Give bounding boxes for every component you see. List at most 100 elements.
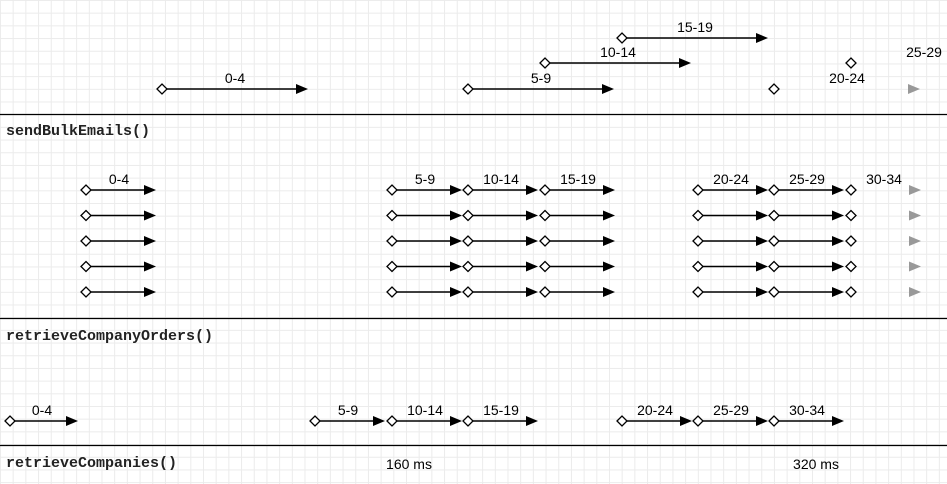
start-diamond — [80, 209, 92, 222]
retrieve-company-orders-batch-0-row-3-arrow — [80, 260, 156, 273]
start-diamond — [692, 286, 704, 298]
arrow-head — [144, 236, 156, 246]
retrieve-company-orders-batch-3-row-3-arrow — [539, 260, 615, 273]
retrieve-company-orders-batch-1-row-0-arrow — [386, 184, 462, 196]
send-bulk-emails-batch-5-row-0-arrow — [845, 57, 947, 69]
send-bulk-emails-batch-label: 25-29 — [906, 44, 942, 60]
retrieve-companies-batch-5-row-0-arrow — [692, 415, 768, 427]
start-diamond — [768, 184, 780, 196]
retrieve-company-orders-batch-2-row-4-arrow — [462, 286, 538, 298]
start-diamond — [386, 235, 398, 247]
retrieve-company-orders-batch-1-row-1-arrow — [386, 209, 462, 222]
retrieve-company-orders-batch-6-row-1-arrow — [845, 209, 921, 222]
send-bulk-emails-batch-label: 20-24 — [829, 70, 865, 86]
arrow-head — [756, 287, 768, 297]
arrow-head — [450, 287, 462, 297]
arrow-head — [450, 185, 462, 195]
arrow-head — [909, 210, 921, 221]
retrieve-company-orders-batch-4-row-0-arrow — [692, 184, 768, 196]
arrow-head — [832, 261, 844, 272]
start-diamond — [462, 260, 474, 273]
retrieve-company-orders-batch-3-row-1-arrow — [539, 209, 615, 222]
start-diamond — [80, 235, 92, 247]
arrow-head — [296, 84, 308, 94]
retrieve-company-orders-batch-5-row-2-arrow — [768, 235, 844, 247]
retrieve-companies-batch-label: 0-4 — [32, 402, 52, 418]
arrow-head — [756, 210, 768, 221]
start-diamond — [309, 415, 321, 427]
start-diamond — [462, 83, 474, 95]
retrieve-company-orders-batch-1-row-4-arrow — [386, 286, 462, 298]
retrieve-companies-batch-3-row-0-arrow — [462, 415, 538, 427]
send-bulk-emails-batch-label: 0-4 — [225, 70, 245, 86]
start-diamond — [462, 286, 474, 298]
start-diamond — [768, 235, 780, 247]
start-diamond — [462, 184, 474, 196]
retrieve-company-orders-batch-3-row-4-arrow — [539, 286, 615, 298]
start-diamond — [539, 184, 551, 196]
retrieve-companies-batch-label: 5-9 — [338, 402, 358, 418]
start-diamond — [845, 57, 857, 69]
retrieve-companies-batch-0-row-0-arrow — [4, 415, 78, 427]
arrow-head — [603, 236, 615, 246]
retrieve-company-orders-batch-4-row-4-arrow — [692, 286, 768, 298]
arrow-head — [909, 261, 921, 272]
retrieve-company-orders-batch-label: 10-14 — [483, 171, 519, 187]
start-diamond — [692, 235, 704, 247]
retrieve-companies-batch-6-row-0-arrow — [768, 415, 844, 427]
retrieve-company-orders-batch-5-row-3-arrow — [768, 260, 844, 273]
arrow-head — [756, 185, 768, 195]
start-diamond — [692, 415, 704, 427]
start-diamond — [768, 286, 780, 298]
retrieve-company-orders-batch-0-row-2-arrow — [80, 235, 156, 247]
arrow-head — [144, 210, 156, 221]
arrow-head — [603, 185, 615, 195]
arrow-head — [909, 185, 921, 195]
arrow-head — [756, 261, 768, 272]
arrow-head — [908, 84, 920, 94]
retrieve-companies-batch-label: 25-29 — [713, 402, 749, 418]
arrow-head — [526, 236, 538, 246]
arrow-head — [832, 287, 844, 297]
retrieve-company-orders-batch-label: 20-24 — [713, 171, 749, 187]
send-bulk-emails-batch-1-row-0-arrow — [462, 83, 614, 95]
arrow-head — [832, 210, 844, 221]
arrow-head — [603, 261, 615, 272]
send-bulk-emails-batch-0-row-0-arrow — [156, 83, 308, 95]
retrieve-company-orders-batch-label: 5-9 — [415, 171, 435, 187]
start-diamond — [845, 260, 857, 273]
arrow-head — [450, 210, 462, 221]
lane-label-retrieve-company-orders: retrieveCompanyOrders() — [6, 328, 213, 345]
send-bulk-emails-batch-2-row-0-arrow — [539, 57, 691, 69]
arrow-head — [144, 185, 156, 195]
start-diamond — [616, 32, 628, 44]
start-diamond — [539, 235, 551, 247]
start-diamond — [539, 260, 551, 273]
start-diamond — [692, 260, 704, 273]
arrow-head — [756, 416, 768, 426]
arrow-head — [526, 287, 538, 297]
start-diamond — [539, 286, 551, 298]
start-diamond — [80, 260, 92, 273]
arrow-head — [832, 416, 844, 426]
retrieve-company-orders-batch-2-row-0-arrow — [462, 184, 538, 196]
arrow-head — [66, 416, 78, 426]
retrieve-companies-batch-label: 20-24 — [637, 402, 673, 418]
start-diamond — [462, 235, 474, 247]
arrow-head — [603, 287, 615, 297]
retrieve-companies-batch-2-row-0-arrow — [386, 415, 462, 427]
retrieve-company-orders-batch-0-row-4-arrow — [80, 286, 156, 298]
start-diamond — [80, 286, 92, 298]
start-diamond — [156, 83, 168, 95]
arrow-head — [526, 185, 538, 195]
arrow-head — [526, 261, 538, 272]
send-bulk-emails-batch-label: 5-9 — [531, 70, 551, 86]
arrow-head — [373, 416, 385, 426]
arrow-head — [832, 236, 844, 246]
arrow-head — [526, 210, 538, 221]
retrieve-company-orders-batch-label: 30-34 — [866, 171, 902, 187]
retrieve-company-orders-batch-4-row-2-arrow — [692, 235, 768, 247]
arrow-head — [450, 236, 462, 246]
